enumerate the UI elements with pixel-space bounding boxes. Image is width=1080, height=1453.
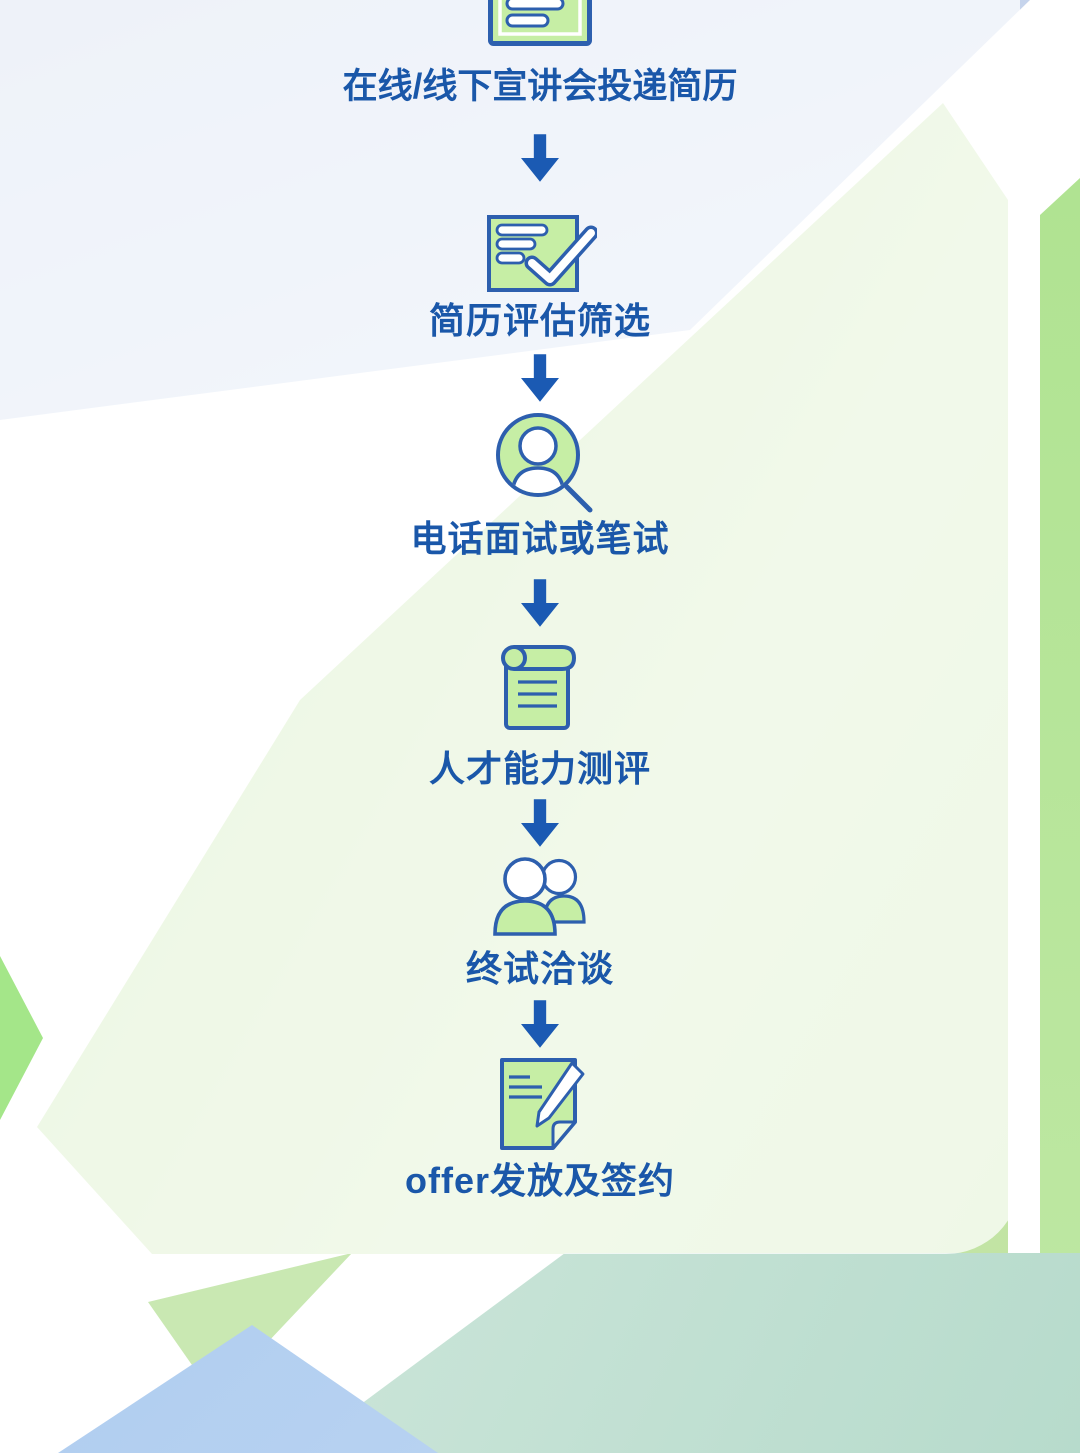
final-interview-icon [493, 857, 586, 936]
down-arrow-icon [521, 579, 559, 627]
offer-sign-icon [500, 1058, 585, 1150]
step-label: 电话面试或笔试 [410, 518, 670, 559]
down-arrow-icon [521, 134, 559, 182]
step-label: offer发放及签约 [405, 1160, 675, 1201]
step-label: 人才能力测评 [428, 748, 651, 789]
down-arrow-icon [521, 1000, 559, 1048]
resume-screening-icon [487, 215, 597, 292]
step-label: 终试洽谈 [465, 948, 614, 989]
candidate-search-icon [496, 413, 593, 513]
campus-talk-resume-icon [488, 0, 592, 46]
content-card [0, 0, 1020, 1254]
ability-assessment-icon [501, 645, 577, 730]
down-arrow-icon [521, 799, 559, 847]
down-arrow-icon [521, 354, 559, 402]
step-label: 简历评估筛选 [428, 300, 651, 341]
step-label: 在线/线下宣讲会投递简历 [342, 67, 738, 106]
